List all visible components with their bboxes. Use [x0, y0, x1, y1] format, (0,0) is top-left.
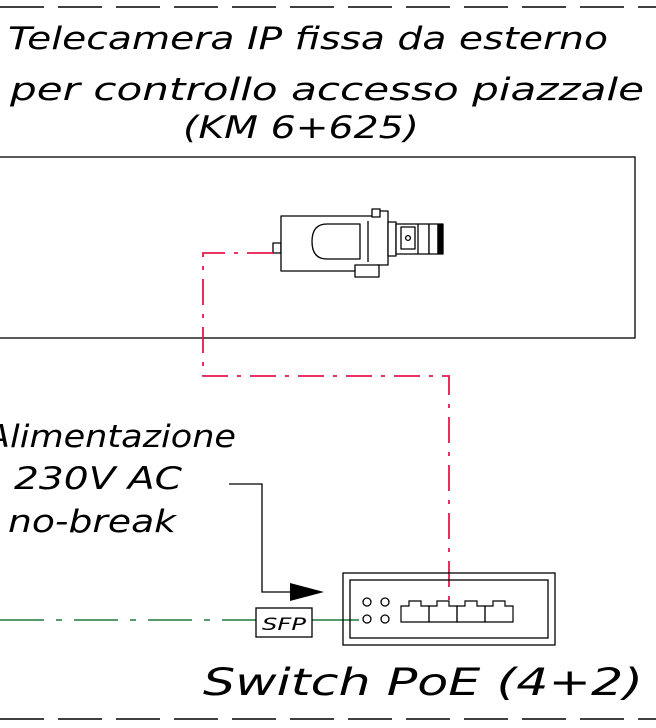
camera-cable	[202, 252, 450, 608]
sfp-label: SFP	[262, 615, 307, 635]
poe-switch	[342, 572, 556, 646]
camera-title-line3: (KM 6+625)	[183, 110, 419, 146]
led-icon	[362, 597, 372, 607]
led-icon	[380, 597, 390, 607]
sfp-module	[255, 607, 313, 638]
switch-leds	[362, 597, 390, 624]
power-leader-line	[229, 483, 290, 593]
power-label-line3: no-break	[8, 504, 177, 540]
rj45-port-icon	[484, 600, 514, 623]
rj45-port-icon	[428, 600, 458, 623]
camera-title-line1: Telecamera IP fissa da esterno	[8, 21, 608, 57]
camera-title-line2: per controllo accesso piazzale	[9, 72, 644, 108]
arrow-icon	[290, 583, 324, 601]
power-label-line1: Alimentazione	[0, 419, 236, 455]
rj45-port-icon	[400, 600, 430, 623]
outdoor-area-box	[0, 156, 636, 339]
led-icon	[380, 614, 390, 624]
switch-label: Switch PoE (4+2)	[203, 661, 643, 704]
power-label-line2: 230V AC	[14, 461, 182, 497]
ip-camera-icon	[272, 208, 444, 278]
rj45-port-icon	[456, 600, 486, 623]
switch-ports	[400, 600, 514, 623]
led-icon	[362, 614, 372, 624]
